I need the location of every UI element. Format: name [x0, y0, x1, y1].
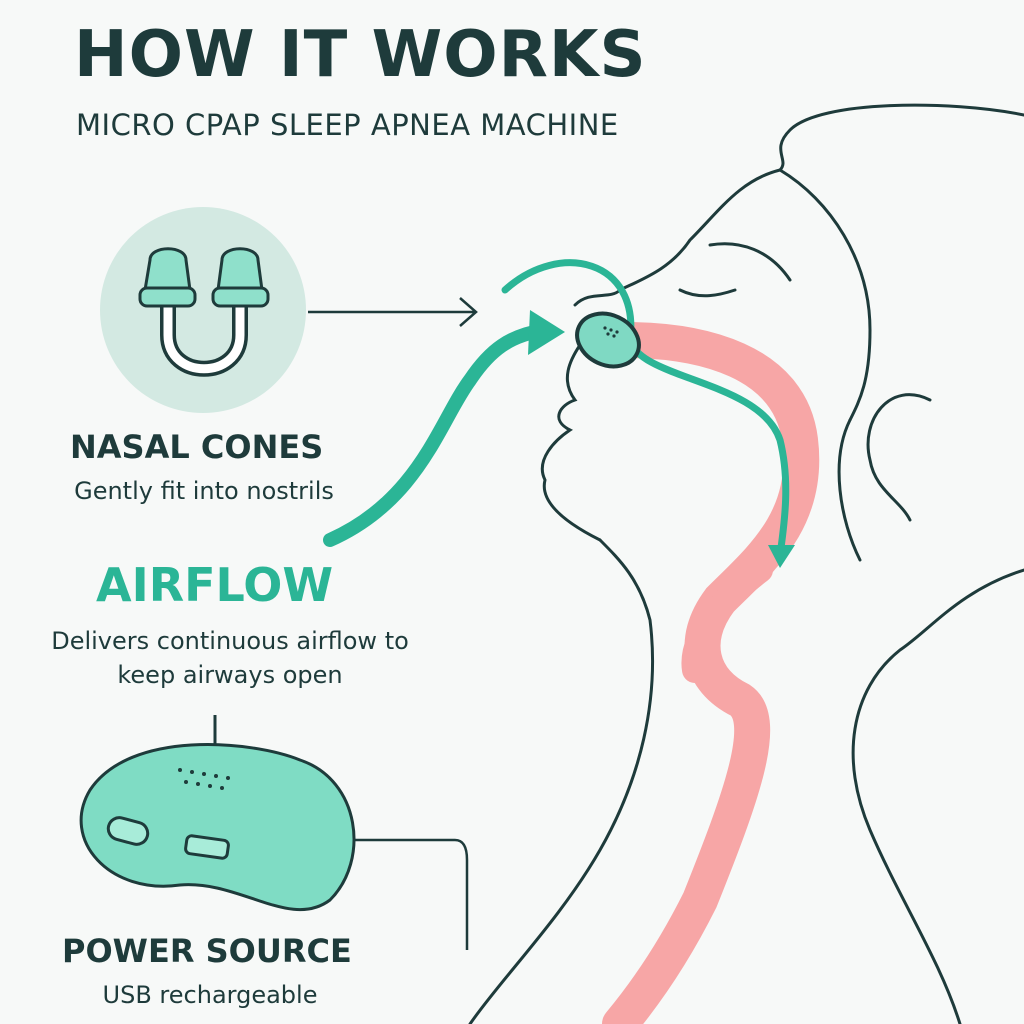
- airflow-heading: AIRFLOW: [96, 558, 334, 612]
- page-title: HOW IT WORKS: [74, 18, 647, 92]
- nasal-device: [575, 311, 641, 369]
- airway: [602, 322, 820, 1024]
- airflow-arrow-large: [323, 323, 552, 547]
- airflow-arrowhead: [528, 310, 565, 355]
- airflow-description: Delivers continuous airflow to keep airw…: [51, 627, 409, 689]
- nasal-cones-icon: [100, 207, 306, 413]
- airway-branch: [681, 557, 773, 683]
- nasal-cones-description: Gently fit into nostrils: [74, 477, 334, 505]
- pointer-line-cones: [308, 297, 478, 327]
- page-subtitle: MICRO CPAP SLEEP APNEA MACHINE: [76, 108, 619, 142]
- power-device-icon: [79, 715, 356, 912]
- airflow-inner-arrowhead: [768, 545, 795, 568]
- airflow-arrow-inner: [501, 259, 790, 559]
- power-source-description: USB rechargeable: [102, 981, 318, 1009]
- nasal-cones-heading: NASAL CONES: [70, 428, 324, 466]
- pointer-line-power: [355, 838, 469, 950]
- power-source-heading: POWER SOURCE: [62, 932, 352, 970]
